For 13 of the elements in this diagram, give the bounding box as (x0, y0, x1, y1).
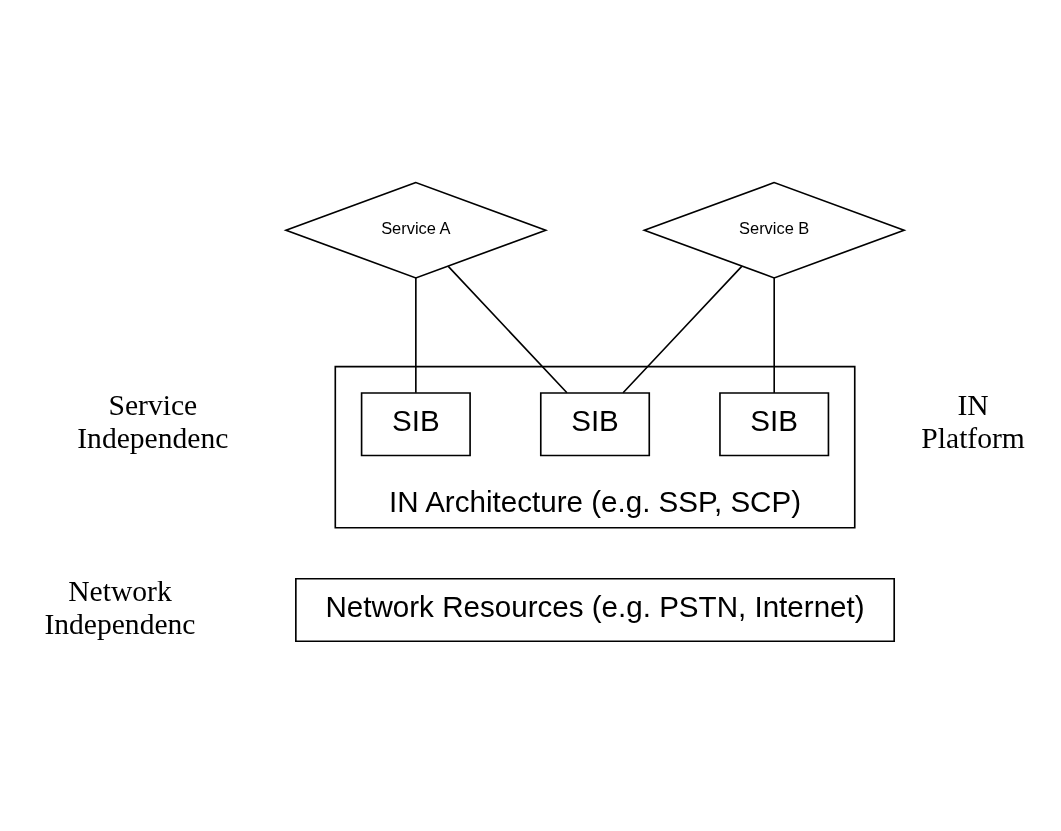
node-box: SIB (360, 391, 471, 456)
node-box: SIB (539, 391, 651, 456)
connector (447, 265, 568, 393)
connector (415, 276, 417, 394)
connector (622, 265, 743, 393)
label: Service Independenc (77, 388, 229, 454)
node-box: Network Resources (e.g. PSTN, Internet) (295, 577, 896, 642)
label: Network Independenc (44, 574, 196, 640)
connector (773, 276, 776, 394)
label: IN Platform (921, 388, 1025, 454)
node-diamond: Service A (283, 181, 549, 279)
node-diamond: Service B (641, 181, 907, 279)
node-box: SIB (719, 391, 830, 456)
